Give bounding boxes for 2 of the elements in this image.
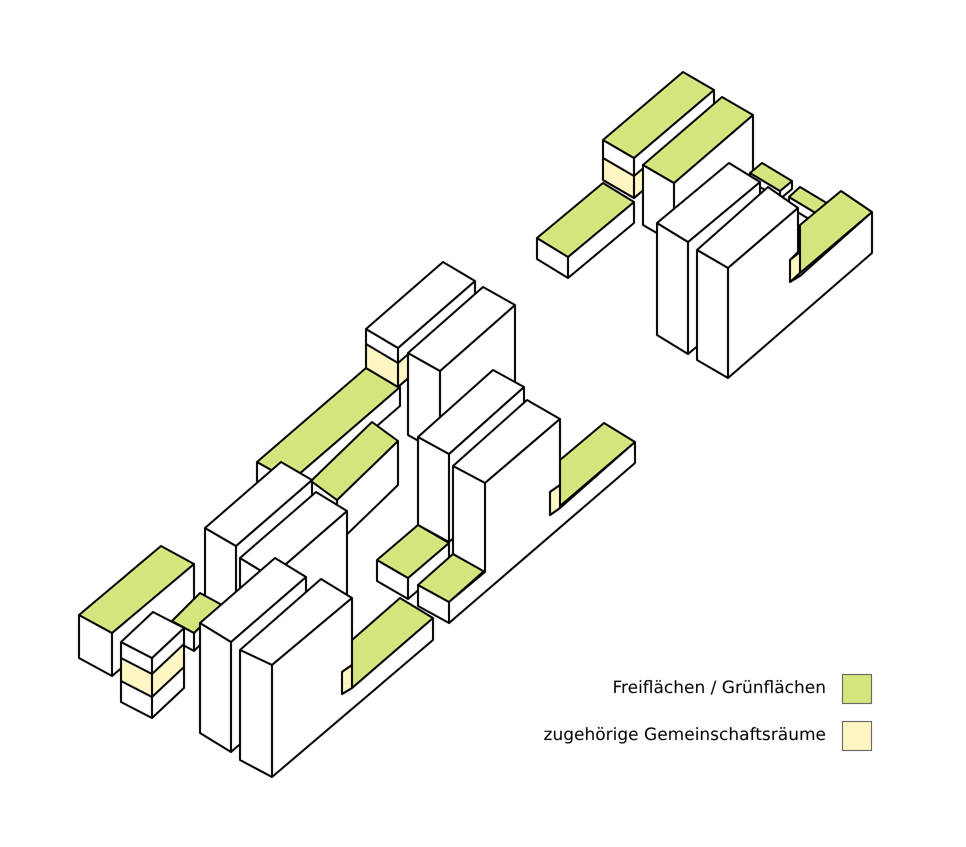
legend-label: zugehörige Gemeinschaftsräume [544, 724, 826, 748]
legend-label: Freiflächen / Grünflächen [612, 677, 826, 700]
